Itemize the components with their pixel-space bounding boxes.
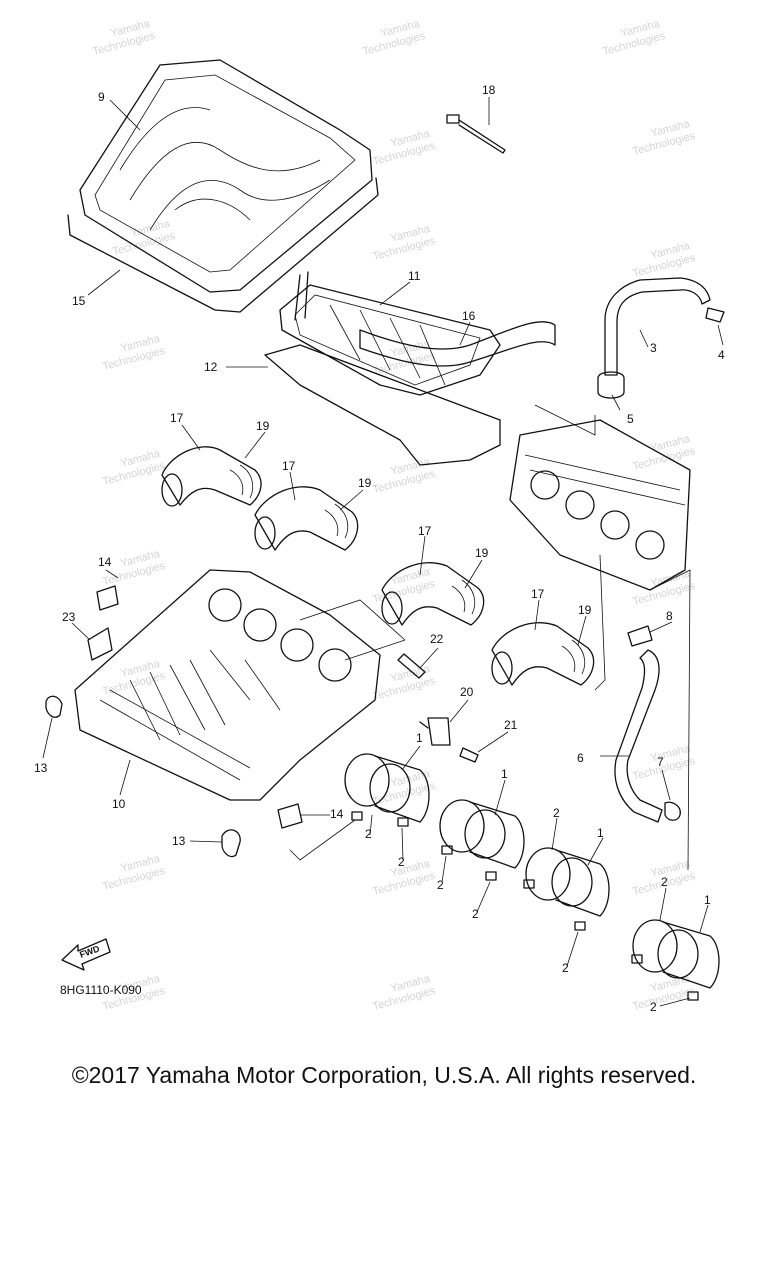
air-box-cover [79,59,373,293]
hose-clip-5 [597,371,625,399]
figure-code: 8HG1110-K090 [60,983,142,997]
breather-hose-3 [604,277,711,376]
copyright-notice: ©2017 Yamaha Motor Corporation, U.S.A. A… [71,1062,697,1088]
callout-4: 4 [718,348,725,362]
sensor-20 [419,717,451,746]
callout-2-f: 2 [562,961,569,975]
callout-2-e: 2 [553,806,560,820]
joint-1-a [344,753,430,827]
callout-13-b: 13 [172,834,186,848]
callout-6: 6 [577,751,584,765]
hose-22 [397,653,426,679]
callout-17-d: 17 [531,587,545,601]
fwd-arrow-icon: FWD [61,938,111,971]
joint-1-c [523,847,610,931]
callout-19-a: 19 [256,419,270,433]
callout-8: 8 [666,609,673,623]
callout-13-a: 13 [34,761,48,775]
callout-17-b: 17 [282,459,296,473]
joint-1-d [631,919,720,1001]
callout-5: 5 [627,412,634,426]
callout-18: 18 [482,83,496,97]
callout-2-b: 2 [398,855,405,869]
watermark-layer: YamahaTechnologiesYamahaTechnologiesYama… [91,18,697,1013]
callout-17-c: 17 [418,524,432,538]
air-box-gasket [67,177,379,313]
hose-clip-4 [705,307,725,323]
element-plate-12 [264,344,501,466]
callout-11: 11 [408,269,421,283]
callout-22: 22 [430,632,444,646]
bracket-lines-throttle [534,404,691,871]
intake-elbow-c [381,562,485,626]
callout-14-b: 14 [330,807,344,821]
breather-hose-16 [359,321,556,367]
label-23 [87,627,113,661]
callout-2-c: 2 [437,878,444,892]
callout-14-a: 14 [98,555,112,569]
callout-2-a: 2 [365,827,372,841]
callout-20: 20 [460,685,474,699]
intake-elbow-b [254,486,359,551]
callout-10: 10 [112,797,126,811]
callout-1-a: 1 [416,731,423,745]
clip-13-upper [45,695,63,718]
callout-9: 9 [98,90,105,104]
callout-19-c: 19 [475,546,489,560]
callout-19-b: 19 [358,476,372,490]
bolt-21 [459,747,479,763]
callout-1-c: 1 [597,826,604,840]
callout-15: 15 [72,294,86,308]
leader-lines [42,97,724,1007]
callout-1-d: 1 [704,893,711,907]
bracket-lines-case [289,599,406,861]
intake-elbow-d [491,622,595,686]
callout-17-a: 17 [170,411,184,425]
callout-2-h: 2 [650,1000,657,1014]
callout-2-d: 2 [472,907,479,921]
clip-13-lower [221,829,241,858]
callout-19-d: 19 [578,603,592,617]
callout-7: 7 [657,755,664,769]
clip-8 [627,625,653,647]
air-filter-element [279,271,501,396]
callout-labels: 9 15 18 11 16 12 3 4 5 17 19 17 19 17 19… [34,83,725,1014]
hose-6 [614,649,663,823]
damper-14-lower [277,803,303,829]
air-box-case [74,569,381,801]
callout-1-b: 1 [501,767,508,781]
callout-21: 21 [504,718,518,732]
callout-2-g: 2 [661,875,668,889]
exploded-parts-diagram: YamahaTechnologiesYamahaTechnologiesYama… [34,18,725,1014]
intake-elbow-a [161,446,262,507]
joint-1-b [439,799,525,881]
throttle-body-assembly [509,419,691,591]
callout-12: 12 [204,360,218,374]
cable-tie [446,114,506,154]
callout-16: 16 [462,309,476,323]
damper-14-upper [96,585,119,611]
callout-3: 3 [650,341,657,355]
clip-7 [664,801,681,821]
callout-23: 23 [62,610,76,624]
